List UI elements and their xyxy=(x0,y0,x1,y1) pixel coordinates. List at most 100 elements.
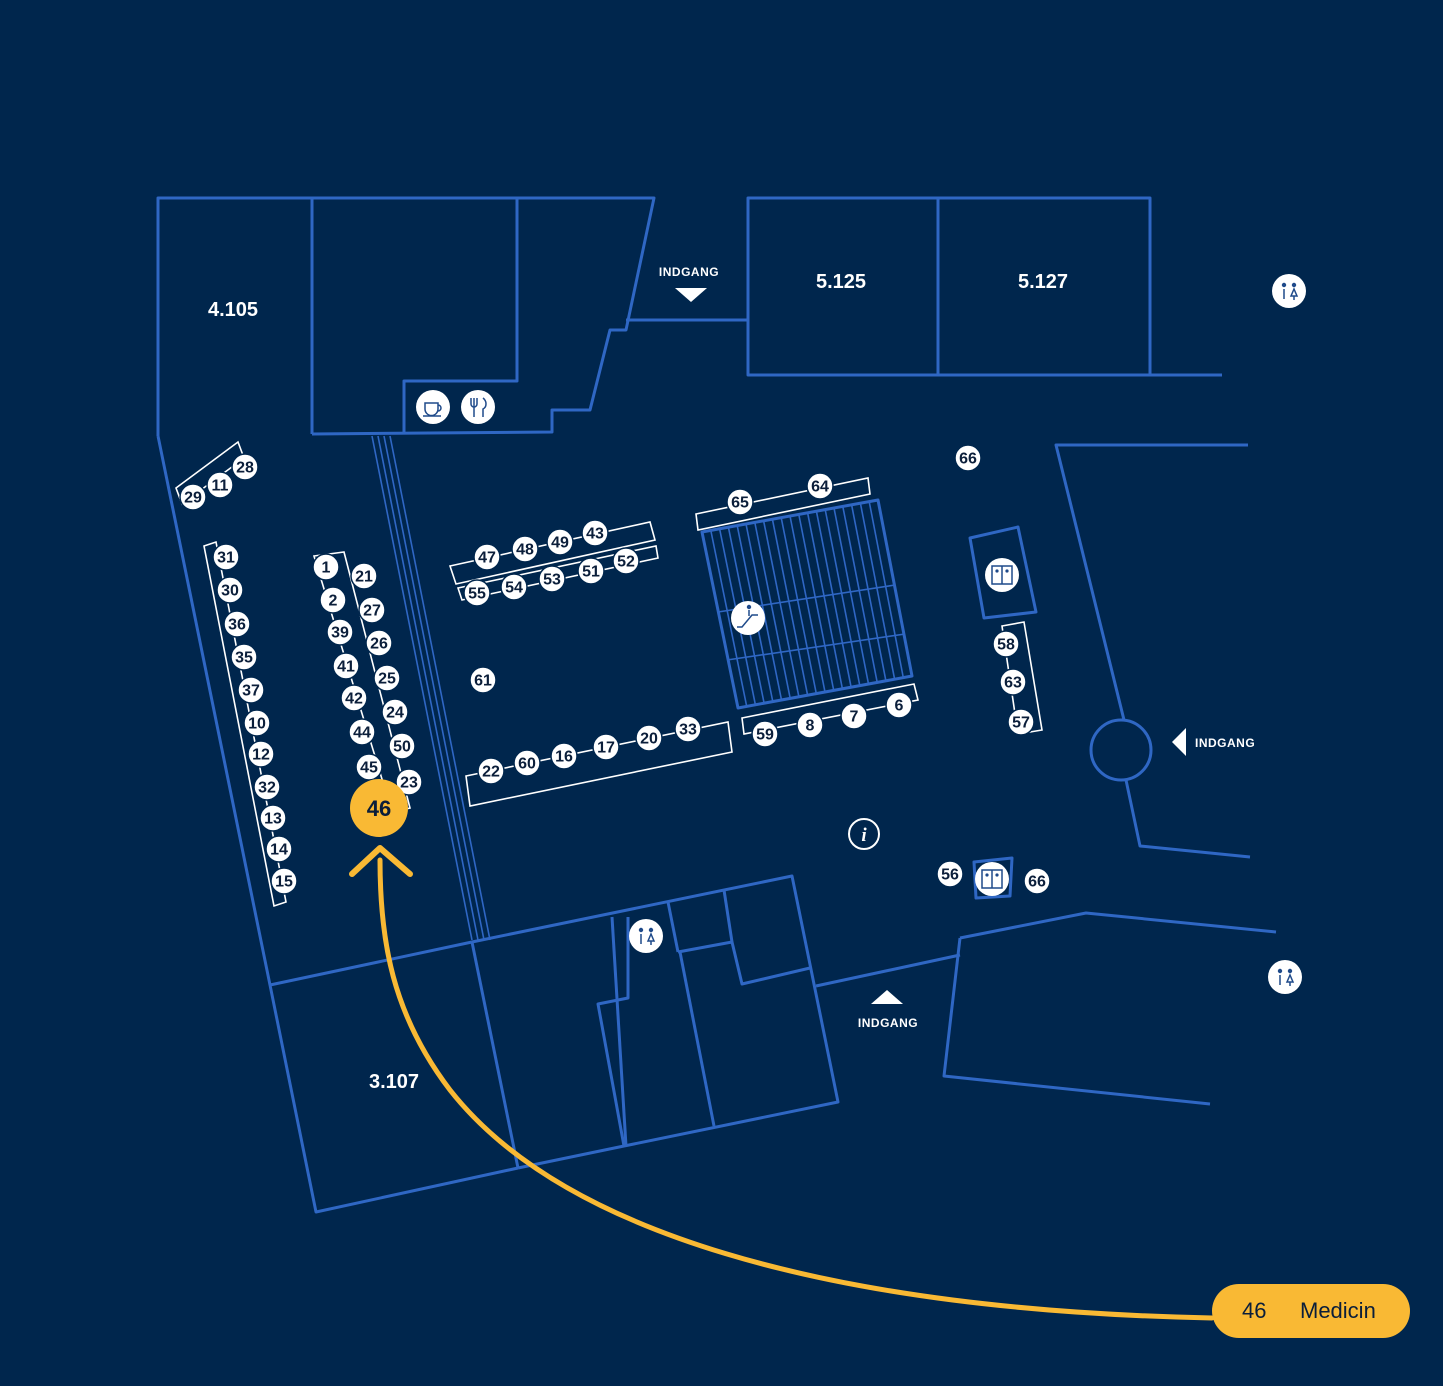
stand-marker-circle xyxy=(999,668,1027,696)
stand-marker-45[interactable]: 45 xyxy=(355,753,383,781)
stand-marker-circle xyxy=(319,586,347,614)
stand-marker-33[interactable]: 33 xyxy=(674,715,702,743)
stand-marker-56[interactable]: 56 xyxy=(936,860,964,888)
stand-marker-circle xyxy=(223,610,251,638)
stand-marker-64[interactable]: 64 xyxy=(806,472,834,500)
stand-marker-15[interactable]: 15 xyxy=(270,867,298,895)
stand-marker-49[interactable]: 49 xyxy=(546,528,574,556)
stand-marker-31[interactable]: 31 xyxy=(212,543,240,571)
stand-marker-2[interactable]: 2 xyxy=(319,586,347,614)
stand-marker-29[interactable]: 29 xyxy=(179,483,207,511)
stand-marker-number: 56 xyxy=(941,867,959,884)
room-label-3107: 3.107 xyxy=(369,1071,419,1093)
stand-marker-43[interactable]: 43 xyxy=(581,519,609,547)
stand-marker-circle xyxy=(348,718,376,746)
stand-marker-circle xyxy=(237,676,265,704)
stand-marker-circle xyxy=(550,742,578,770)
stand-marker-58[interactable]: 58 xyxy=(992,630,1020,658)
stand-marker-57[interactable]: 57 xyxy=(1007,708,1035,736)
stand-marker-circle xyxy=(1023,867,1051,895)
stand-marker-number: 39 xyxy=(331,625,349,642)
stand-marker-63[interactable]: 63 xyxy=(999,668,1027,696)
stand-marker-circle xyxy=(265,835,293,863)
entrance-markers: INDGANG INDGANG INDGANG xyxy=(659,265,1255,1030)
highlight-legend[interactable]: 46 Medicin xyxy=(1212,1284,1410,1338)
stand-marker-7[interactable]: 7 xyxy=(840,702,868,730)
stand-marker-number: 44 xyxy=(353,725,371,742)
stand-marker-32[interactable]: 32 xyxy=(253,773,281,801)
stand-marker-37[interactable]: 37 xyxy=(237,676,265,704)
stand-marker-51[interactable]: 51 xyxy=(577,557,605,585)
highlight-marker[interactable]: 46 xyxy=(350,779,408,837)
stand-marker-52[interactable]: 52 xyxy=(612,547,640,575)
stand-marker-25[interactable]: 25 xyxy=(373,664,401,692)
stand-marker-14[interactable]: 14 xyxy=(265,835,293,863)
stand-marker-65[interactable]: 65 xyxy=(726,488,754,516)
stand-marker-26[interactable]: 26 xyxy=(365,629,393,657)
stand-marker-53[interactable]: 53 xyxy=(538,565,566,593)
stand-marker-54[interactable]: 54 xyxy=(500,573,528,601)
svg-text:i: i xyxy=(861,825,867,846)
stand-marker-number: 24 xyxy=(386,705,404,722)
stand-marker-59[interactable]: 59 xyxy=(751,720,779,748)
escalator-step-line xyxy=(868,501,905,678)
stand-marker-39[interactable]: 39 xyxy=(326,618,354,646)
stand-marker-circle xyxy=(350,562,378,590)
stand-marker-circle xyxy=(332,652,360,680)
elevator-icon xyxy=(975,862,1009,896)
stand-marker-circle xyxy=(373,664,401,692)
stand-marker-28[interactable]: 28 xyxy=(231,453,259,481)
stand-marker-23[interactable]: 23 xyxy=(395,768,423,796)
stand-marker-16[interactable]: 16 xyxy=(550,742,578,770)
stand-marker-47[interactable]: 47 xyxy=(473,543,501,571)
stand-marker-circle xyxy=(581,519,609,547)
stand-marker-circle xyxy=(796,711,824,739)
stand-marker-50[interactable]: 50 xyxy=(388,732,416,760)
stand-marker-61[interactable]: 61 xyxy=(469,666,497,694)
stand-marker-circle xyxy=(469,666,497,694)
stand-marker-66[interactable]: 66 xyxy=(954,444,982,472)
stand-marker-66[interactable]: 66 xyxy=(1023,867,1051,895)
stand-marker-circle xyxy=(355,753,383,781)
escalator-step-line xyxy=(771,519,809,696)
stand-marker-circle xyxy=(259,804,287,832)
stand-marker-number: 31 xyxy=(217,550,235,567)
stand-marker-10[interactable]: 10 xyxy=(243,709,271,737)
stand-marker-11[interactable]: 11 xyxy=(206,471,234,499)
stand-marker-42[interactable]: 42 xyxy=(340,684,368,712)
stand-marker-8[interactable]: 8 xyxy=(796,711,824,739)
stand-marker-22[interactable]: 22 xyxy=(477,757,505,785)
stand-marker-circle xyxy=(473,543,501,571)
stand-marker-13[interactable]: 13 xyxy=(259,804,287,832)
stand-marker-1[interactable]: 1 xyxy=(312,553,340,581)
escalator-step-line xyxy=(710,530,748,707)
stand-marker-55[interactable]: 55 xyxy=(463,579,491,607)
stand-marker-number: 50 xyxy=(393,739,411,756)
stand-marker-number: 41 xyxy=(337,659,355,676)
stand-marker-circle xyxy=(212,543,240,571)
stand-marker-circle xyxy=(592,733,620,761)
stand-marker-44[interactable]: 44 xyxy=(348,718,376,746)
stand-marker-20[interactable]: 20 xyxy=(635,724,663,752)
stand-marker-17[interactable]: 17 xyxy=(592,733,620,761)
stand-marker-number: 29 xyxy=(184,490,202,507)
stand-marker-circle xyxy=(954,444,982,472)
stand-marker-36[interactable]: 36 xyxy=(223,610,251,638)
stand-marker-number: 26 xyxy=(370,636,388,653)
restroom-icon xyxy=(1268,960,1302,994)
stand-marker-30[interactable]: 30 xyxy=(216,576,244,604)
stand-marker-6[interactable]: 6 xyxy=(885,691,913,719)
stand-marker-24[interactable]: 24 xyxy=(381,698,409,726)
stand-marker-circle xyxy=(358,596,386,624)
highlight-route xyxy=(349,845,1215,1321)
stand-marker-21[interactable]: 21 xyxy=(350,562,378,590)
stand-marker-circle xyxy=(388,732,416,760)
stand-marker-27[interactable]: 27 xyxy=(358,596,386,624)
stand-marker-35[interactable]: 35 xyxy=(230,643,258,671)
stand-marker-41[interactable]: 41 xyxy=(332,652,360,680)
highlight-legend-name: Medicin xyxy=(1300,1298,1376,1323)
stand-marker-48[interactable]: 48 xyxy=(511,535,539,563)
stand-marker-60[interactable]: 60 xyxy=(513,749,541,777)
stand-marker-12[interactable]: 12 xyxy=(247,740,275,768)
